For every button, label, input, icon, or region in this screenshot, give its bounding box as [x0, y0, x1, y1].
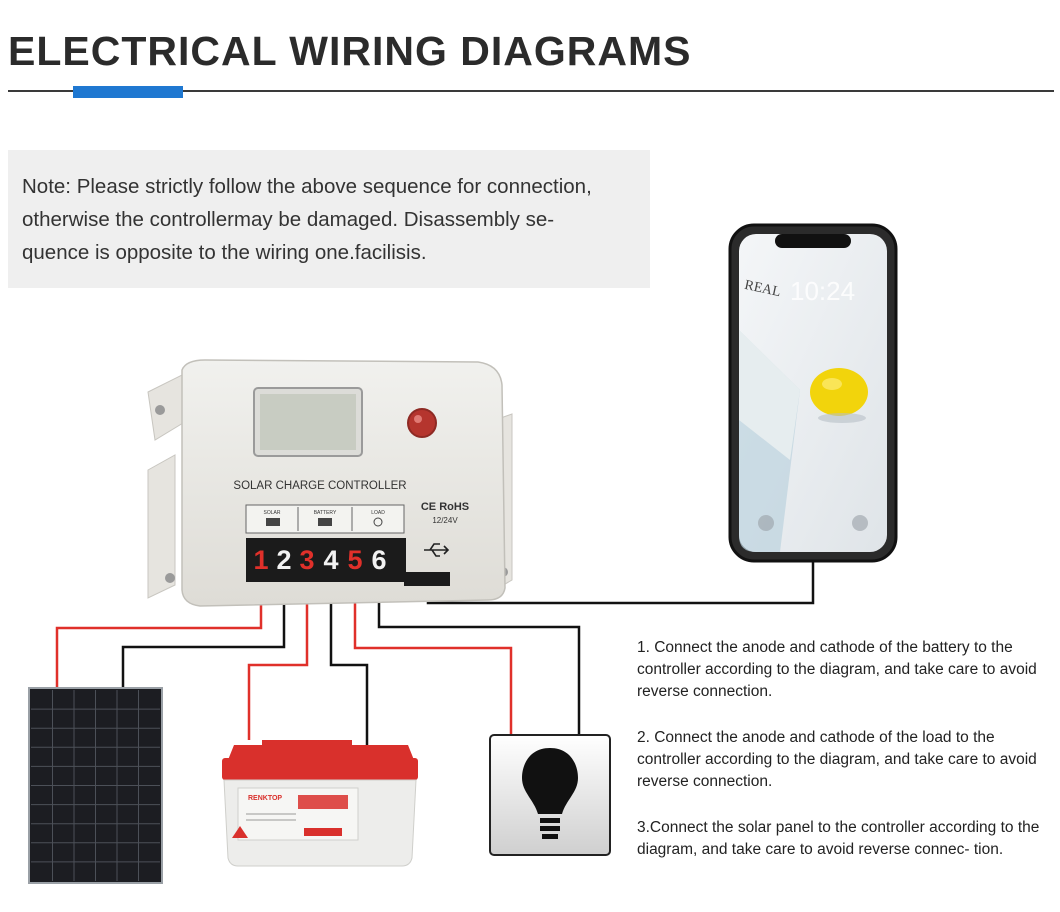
load-bulb — [489, 734, 611, 856]
bulb-icon — [373, 517, 383, 527]
note-box — [8, 150, 650, 288]
step-1: 1. Connect the anode and cathode of the … — [637, 639, 1037, 700]
wire-solar-negative — [121, 580, 286, 690]
instruction-steps: 1. Connect the anode and cathode of the … — [637, 637, 1055, 885]
step-2: 2. Connect the anode and cathode of the … — [637, 729, 1037, 790]
battery-brand: RENKTOP — [248, 795, 282, 802]
warning-icon — [232, 826, 248, 838]
note-line-2: otherwise the controllermay be damaged. … — [22, 208, 555, 231]
terminal-3: 3 — [299, 545, 314, 575]
battery-icon — [318, 518, 332, 526]
title-divider — [8, 90, 1054, 92]
cert-mark: CE RoHS — [421, 501, 469, 513]
smartphone: 10:24 REAL — [728, 223, 898, 563]
solar-panel — [28, 687, 163, 884]
group-solar-label: SOLAR — [264, 510, 281, 516]
phone-wallpaper-text: REAL — [743, 278, 782, 300]
wire-battery-negative — [329, 580, 369, 745]
battery: RENKTOP — [222, 740, 418, 867]
group-battery-label: BATTERY — [314, 510, 337, 516]
page-title: ELECTRICAL WIRING DIAGRAMS — [8, 28, 692, 74]
group-load-label: LOAD — [371, 510, 385, 516]
note-line-3: quence is opposite to the wiring one.fac… — [22, 241, 427, 264]
terminal-numbers: 1 2 3 4 5 6 — [253, 545, 386, 575]
terminal-4: 4 — [323, 545, 338, 575]
title-accent-bar — [73, 86, 183, 98]
lemon-icon — [810, 368, 868, 416]
terminal-5: 5 — [347, 545, 362, 575]
terminal-2: 2 — [276, 545, 291, 575]
terminal-6: 6 — [371, 545, 386, 575]
flashlight-icon — [758, 515, 774, 531]
step-3: 3.Connect the solar panel to the control… — [637, 819, 1040, 858]
note-line-1: Note: Please strictly follow the above s… — [22, 175, 592, 198]
wire-battery-positive — [247, 580, 309, 740]
note-text: Note: Please strictly follow the above s… — [22, 170, 642, 269]
lightbulb-icon — [522, 748, 578, 814]
usb-icon — [424, 543, 450, 557]
terminal-1: 1 — [253, 545, 268, 575]
camera-icon — [852, 515, 868, 531]
voltage-label: 12/24V — [432, 516, 458, 525]
solar-panel-icon — [266, 518, 280, 526]
phone-time: 10:24 — [790, 276, 855, 306]
wire-load-positive — [353, 580, 513, 735]
controller-label: SOLAR CHARGE CONTROLLER — [233, 480, 406, 492]
wire-load-negative — [377, 580, 581, 735]
charge-controller: SOLAR CHARGE CONTROLLER CE RoHS 12/24V S… — [147, 359, 513, 607]
